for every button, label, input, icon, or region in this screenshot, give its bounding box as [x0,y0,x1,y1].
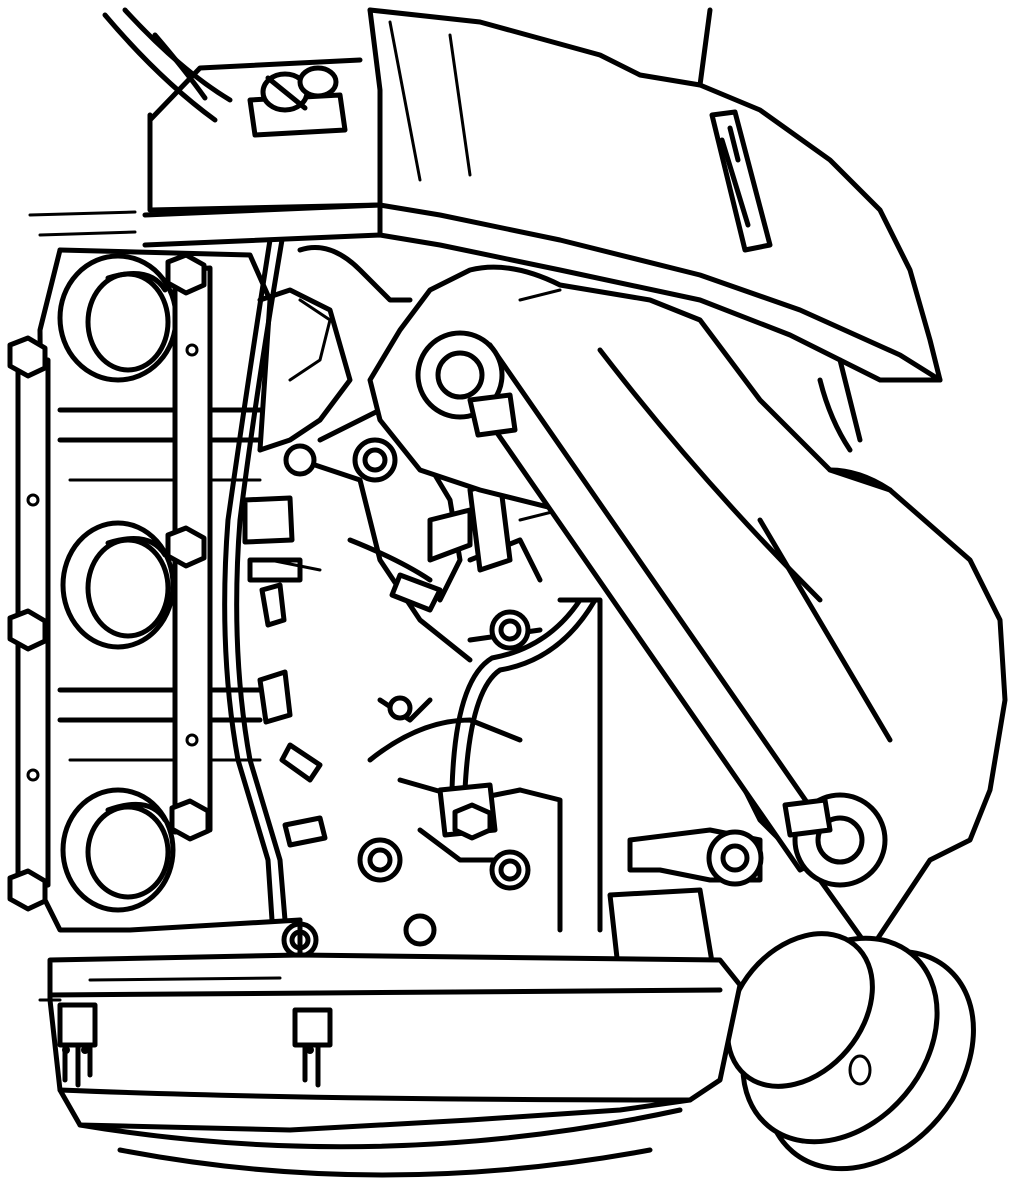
top-sensor [247,65,348,138]
fuel-lines [222,237,332,923]
intake-manifold [37,247,303,933]
center-block [257,245,622,959]
upper-housing [28,7,943,383]
middle-bracket [165,252,213,842]
oil-pan [47,917,743,1178]
sump-sensors [38,998,333,1088]
strut-rod [415,330,888,888]
vent-slot [709,109,773,253]
left-bracket [7,335,51,912]
top-hoses [102,7,233,123]
pulley [725,931,976,1172]
return-hose [437,597,598,841]
